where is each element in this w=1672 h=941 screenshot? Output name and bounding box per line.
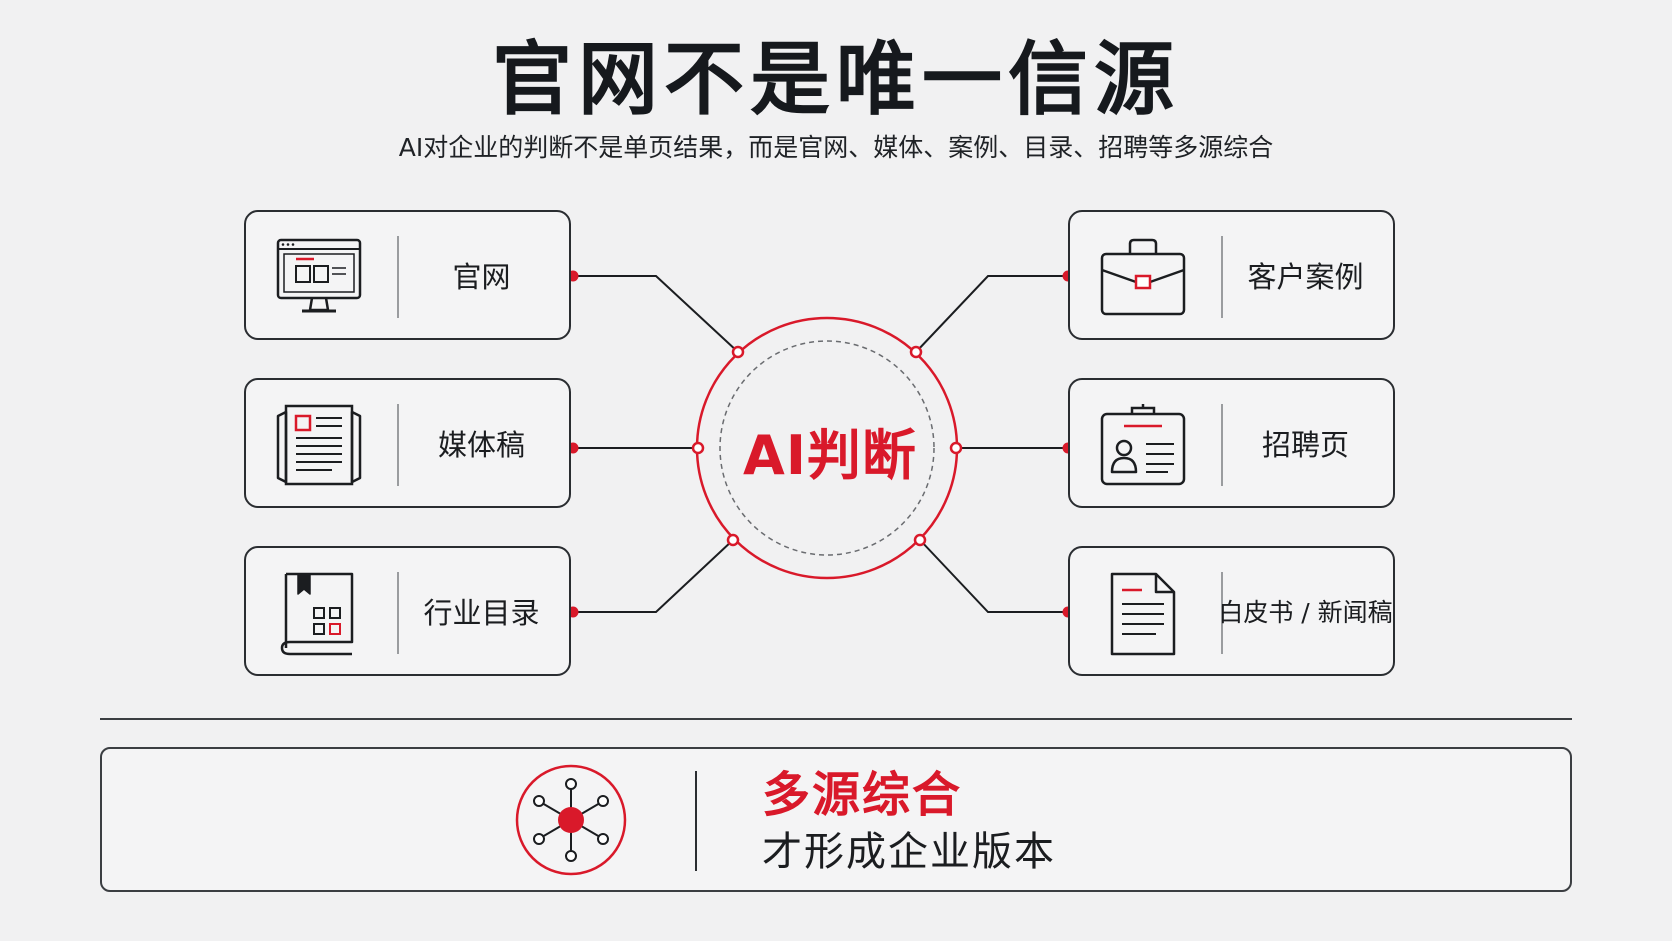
- ring-node: [691, 441, 705, 455]
- card-divider: [397, 572, 399, 654]
- source-label: 客户案例: [1247, 260, 1364, 294]
- card-divider: [397, 236, 399, 318]
- connector-line-guanwang: [573, 275, 739, 353]
- card-divider: [397, 404, 399, 486]
- hub-inner-dashed-ring: [719, 340, 935, 556]
- card-divider: [1221, 236, 1223, 318]
- source-card-guanwang: 官网: [244, 210, 571, 340]
- briefcase-icon: [1098, 234, 1188, 320]
- hub-label: AI判断: [743, 423, 917, 487]
- page-title: 官网不是唯一信源: [492, 33, 1180, 126]
- connector-line-anli: [915, 275, 1068, 353]
- source-card-mulu: 行业目录: [244, 546, 571, 676]
- card-divider: [1221, 572, 1223, 654]
- id-badge-icon: [1098, 402, 1188, 488]
- directory-book-icon: [274, 570, 364, 656]
- document-icon: [1098, 570, 1188, 656]
- monitor-website-icon: [274, 234, 364, 320]
- newspaper-icon: [274, 402, 364, 488]
- source-label: 媒体稿: [437, 428, 525, 462]
- source-card-anli: 客户案例: [1068, 210, 1395, 340]
- connector-line-baipishu: [919, 539, 1068, 613]
- ring-node: [731, 345, 745, 359]
- source-label: 官网: [452, 260, 511, 294]
- source-label: 招聘页: [1261, 428, 1349, 462]
- source-label: 白皮书 / 新闻稿: [1218, 598, 1393, 627]
- ring-node: [913, 533, 927, 547]
- summary-subtitle: 才形成企业版本: [762, 829, 1056, 875]
- network-hub-icon: [512, 761, 630, 879]
- source-card-meiti: 媒体稿: [244, 378, 571, 508]
- summary-divider: [695, 771, 697, 871]
- ring-node: [949, 441, 963, 455]
- source-card-zhaopin: 招聘页: [1068, 378, 1395, 508]
- page-subtitle: AI对企业的判断不是单页结果，而是官网、媒体、案例、目录、招聘等多源综合: [398, 133, 1274, 162]
- source-card-baipishu: 白皮书 / 新闻稿: [1068, 546, 1395, 676]
- ring-node: [909, 345, 923, 359]
- ring-node: [726, 533, 740, 547]
- card-divider: [1221, 404, 1223, 486]
- connector-line-mulu: [573, 539, 734, 613]
- summary-panel: 多源综合 才形成企业版本: [100, 747, 1572, 892]
- section-divider: [100, 718, 1572, 720]
- source-label: 行业目录: [423, 596, 540, 630]
- summary-title: 多源综合: [762, 767, 963, 823]
